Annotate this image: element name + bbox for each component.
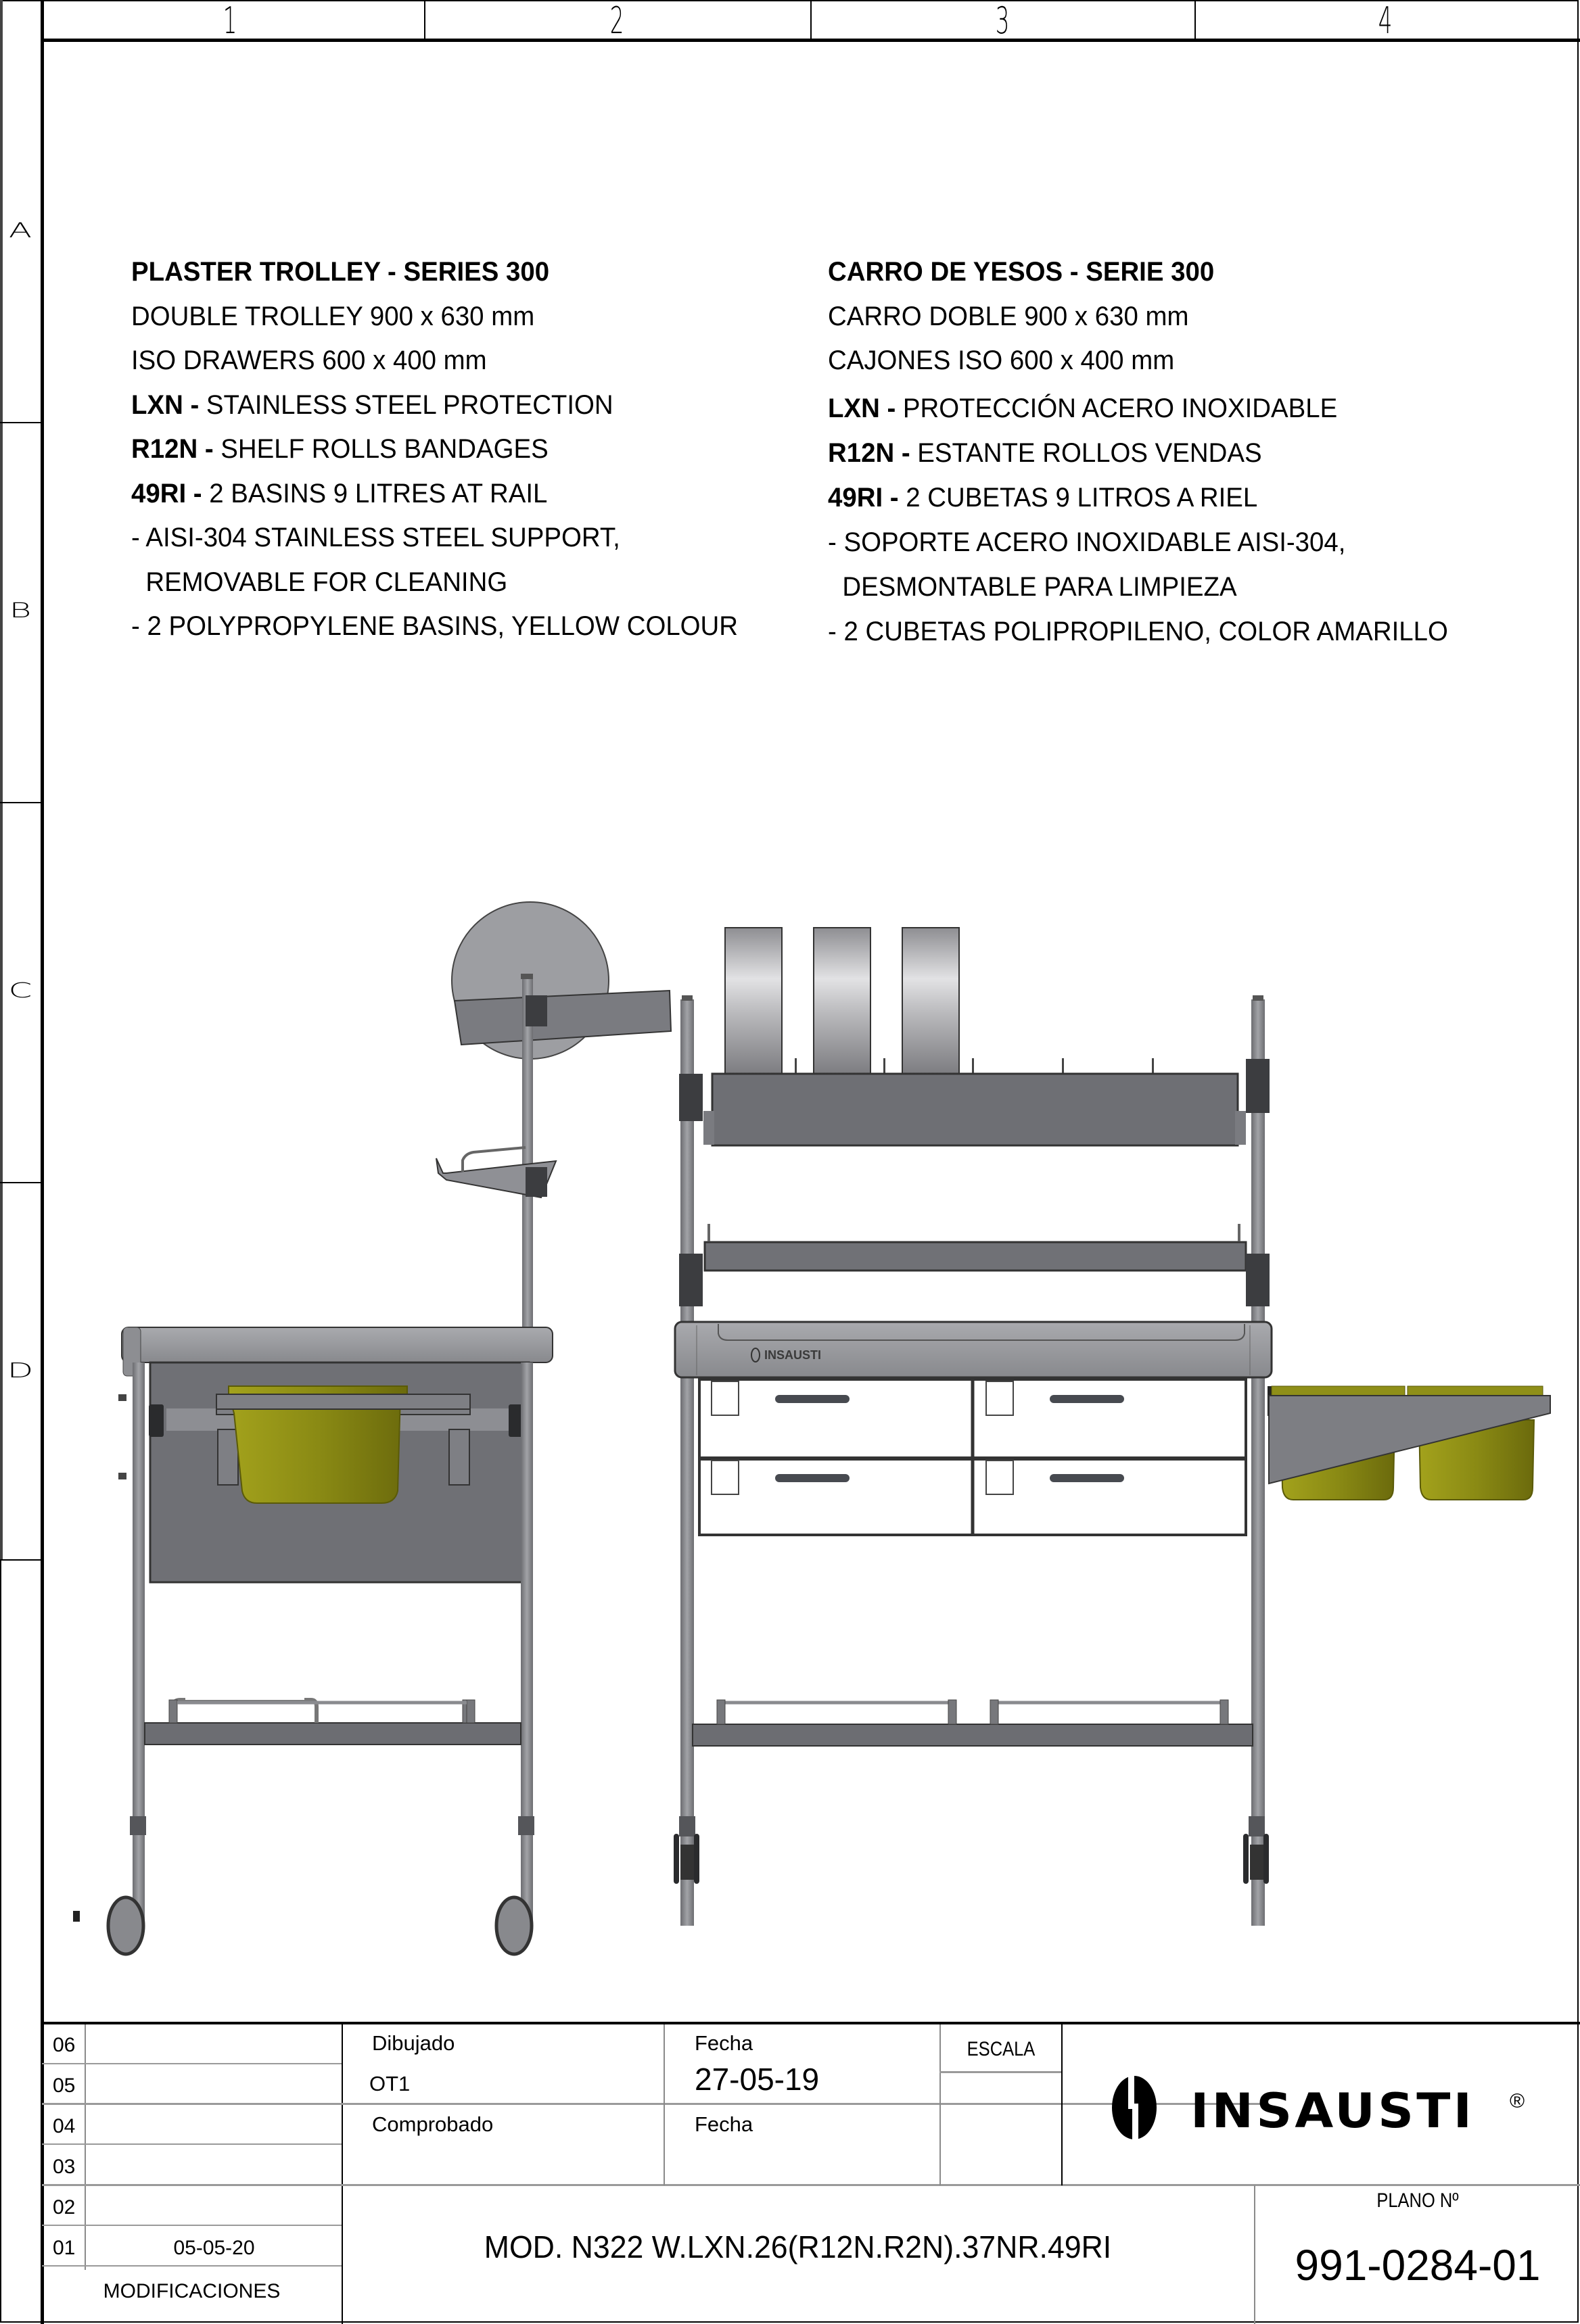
clamp (1246, 1059, 1270, 1113)
zone-divider (0, 1559, 42, 1561)
spec-line: CARRO DOBLE 900 x 630 mm (828, 302, 1189, 331)
revision-number: 05 (53, 2074, 76, 2097)
checked-date-label: Fecha (695, 2112, 753, 2136)
checked-label: Comprobado (372, 2112, 494, 2136)
scale-row-divider (939, 2071, 1061, 2073)
left-strip-edge (0, 0, 3, 1561)
drawn-label: Dibujado (372, 2031, 455, 2055)
basin (1418, 1419, 1535, 1500)
plan-number-divider (1254, 2185, 1255, 2324)
registered-mark: ® (1510, 2090, 1525, 2112)
zone-column-label: 1 (223, 0, 237, 42)
drawer-handle (1050, 1395, 1124, 1403)
zone-column-label: 3 (995, 0, 1010, 42)
spec-title: PLASTER TROLLEY - SERIES 300 (131, 257, 550, 287)
drawn-date-label: Fecha (695, 2031, 753, 2055)
spec-line: REMOVABLE FOR CLEANING (131, 567, 508, 597)
zone-divider (810, 0, 812, 42)
spec-line: LXN - PROTECCIÓN ACERO INOXIDABLE (828, 394, 1338, 423)
spec-line: - AISI-304 STAINLESS STEEL SUPPORT, (131, 523, 620, 552)
spec-line: - 2 CUBETAS POLIPROPILENO, COLOR AMARILL… (828, 617, 1448, 646)
revision-number-divider (85, 2024, 86, 2270)
spec-line: LXN - STAINLESS STEEL PROTECTION (131, 390, 613, 420)
basin-support (1268, 1395, 1551, 1485)
drawer-handle (1050, 1474, 1124, 1482)
revision-row-divider (42, 2103, 1266, 2105)
spec-spanish: CARRO DE YESOS - SERIE 300 CARRO DOBLE 9… (828, 257, 1448, 645)
revision-row-divider (42, 2143, 342, 2145)
bandage-roll (813, 927, 871, 1074)
model-designation: MOD. N322 W.LXN.26(R12N.R2N).37NR.49RI (484, 2229, 1112, 2264)
revision-number: 03 (53, 2156, 76, 2178)
drawn-value: OT1 (369, 2072, 411, 2095)
spec-line: - 2 POLYPROPYLENE BASINS, YELLOW COLOUR (131, 611, 738, 641)
drawer-handle (775, 1474, 850, 1482)
logo-mark-icon (1112, 2074, 1157, 2141)
clamp (1246, 1254, 1270, 1306)
logo-divider (1061, 2024, 1063, 2185)
bandage-roll (902, 927, 960, 1074)
modifications-label: MODIFICACIONES (103, 2280, 281, 2302)
zone-row-label: A (8, 218, 32, 243)
spec-line: CAJONES ISO 600 x 400 mm (828, 346, 1175, 375)
spec-line: DESMONTABLE PARA LIMPIEZA (828, 572, 1237, 602)
panel-logo-text: INSAUSTI (764, 1348, 821, 1362)
revision-number: 01 (53, 2237, 76, 2259)
revision-row-divider (42, 2184, 1580, 2186)
drawer-handle (775, 1395, 850, 1403)
zone-divider (0, 422, 42, 423)
clamp (679, 1254, 703, 1306)
trolley-drawing: INSAUSTI (73, 901, 1551, 1956)
zone-row-label: B (9, 598, 32, 623)
revision-row-divider (42, 2063, 342, 2064)
scale-divider (939, 2024, 941, 2185)
zone-divider (424, 0, 425, 42)
spec-line: DOUBLE TROLLEY 900 x 630 mm (131, 302, 535, 331)
side-view (73, 901, 672, 1956)
zone-row-label: C (8, 978, 32, 1003)
spec-title: CARRO DE YESOS - SERIE 300 (828, 257, 1215, 287)
clamp (679, 1074, 703, 1121)
zone-divider (0, 1182, 42, 1183)
revision-row-divider (42, 2265, 342, 2267)
logo-wordmark: INSAUSTI (1190, 2083, 1475, 2139)
front-view: INSAUSTI (674, 927, 1551, 1926)
revision-date: 05-05-20 (173, 2237, 255, 2259)
plan-number-label: PLANO Nº (1376, 2189, 1459, 2212)
zone-divider (1194, 0, 1196, 42)
spec-line: R12N - ESTANTE ROLLOS VENDAS (828, 438, 1262, 468)
company-logo: INSAUSTI ® (1104, 2074, 1537, 2141)
zone-divider (0, 802, 42, 803)
plan-number: 991-0284-01 (1295, 2241, 1541, 2290)
panel-logo-icon (751, 1348, 760, 1362)
scale-label: ESCALA (967, 2038, 1036, 2060)
spec-line: R12N - SHELF ROLLS BANDAGES (131, 434, 549, 464)
drawn-date-value: 27-05-19 (695, 2062, 820, 2097)
revision-number: 02 (53, 2196, 76, 2219)
zone-row-label: D (7, 1358, 34, 1383)
zone-column-label: 4 (1378, 0, 1393, 42)
drawn-date-divider (664, 2024, 665, 2185)
revision-block-divider (342, 2024, 343, 2324)
revision-number: 06 (53, 2034, 76, 2056)
revision-number: 04 (53, 2115, 76, 2137)
spec-line: ISO DRAWERS 600 x 400 mm (131, 346, 487, 375)
spec-line: 49RI - 2 BASINS 9 LITRES AT RAIL (131, 479, 548, 508)
spec-english: PLASTER TROLLEY - SERIES 300 DOUBLE TROL… (131, 257, 738, 640)
title-block-top-border (42, 2022, 1580, 2024)
revision-row-divider (42, 2225, 342, 2226)
drawing-area-left-border (41, 0, 44, 2324)
bandage-roll (724, 927, 783, 1074)
spec-line: - SOPORTE ACERO INOXIDABLE AISI-304, (828, 527, 1346, 557)
spec-line: 49RI - 2 CUBETAS 9 LITROS A RIEL (828, 483, 1258, 513)
zone-column-label: 2 (609, 0, 624, 42)
